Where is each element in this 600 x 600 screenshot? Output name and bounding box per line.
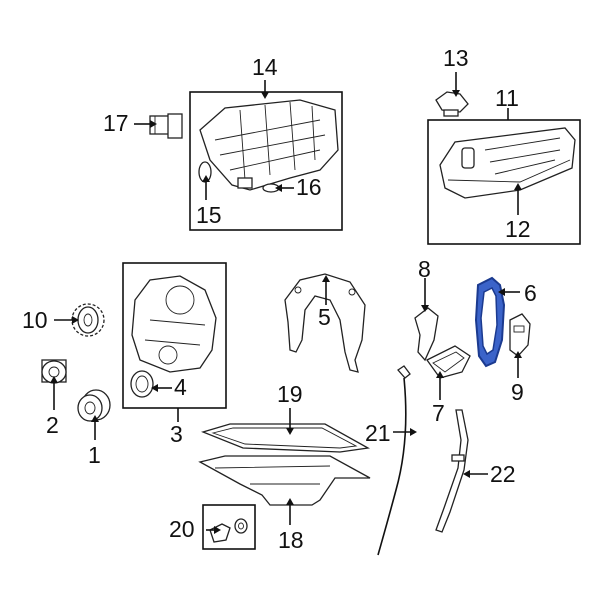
callout-8: 8 — [418, 256, 431, 282]
callout-10: 10 — [22, 307, 48, 333]
chain-guide-8 — [414, 307, 439, 362]
dipstick-tube — [435, 409, 469, 533]
front-seal — [130, 370, 154, 398]
tensioner-9 — [509, 313, 531, 357]
callout-3: 3 — [170, 421, 183, 447]
bushing-2 — [41, 359, 67, 384]
arrowheads — [50, 90, 522, 534]
callout-2: 2 — [46, 412, 59, 438]
intake-manifold — [199, 99, 339, 191]
oil-filler-cap — [435, 91, 469, 117]
callout-18: 18 — [278, 527, 304, 553]
sensor-17 — [149, 113, 183, 139]
box-valve-cover — [427, 119, 581, 245]
valve-cover — [439, 127, 576, 199]
callout-17: 17 — [103, 110, 129, 136]
callout-20: 20 — [169, 516, 195, 542]
oil-pan-gasket — [201, 423, 370, 453]
leader-lines — [53, 72, 520, 531]
oil-pan — [198, 455, 371, 506]
callout-21: 21 — [365, 420, 391, 446]
callout-16: 16 — [296, 174, 322, 200]
box-drain-plug — [202, 504, 256, 550]
tensioner-arm-7 — [426, 345, 471, 379]
sprocket-10 — [71, 303, 105, 337]
callout-11: 11 — [495, 85, 519, 111]
callout-22: 22 — [490, 461, 516, 487]
bearing-1 — [77, 389, 111, 422]
callout-1: 1 — [88, 442, 101, 468]
callout-14: 14 — [252, 54, 278, 80]
callout-6: 6 — [524, 280, 537, 306]
callout-4: 4 — [174, 374, 187, 400]
callout-7: 7 — [432, 400, 445, 426]
callout-13: 13 — [443, 45, 469, 71]
timing-cover — [131, 275, 217, 373]
callout-15: 15 — [196, 202, 222, 228]
callout-9: 9 — [511, 379, 524, 405]
callout-19: 19 — [277, 381, 303, 407]
timing-cover-gasket — [284, 273, 366, 373]
callout-5: 5 — [318, 304, 331, 330]
timing-chain-6 — [474, 276, 506, 368]
box-timing-cover — [122, 262, 227, 409]
callout-12: 12 — [505, 216, 531, 242]
dipstick — [377, 365, 411, 556]
